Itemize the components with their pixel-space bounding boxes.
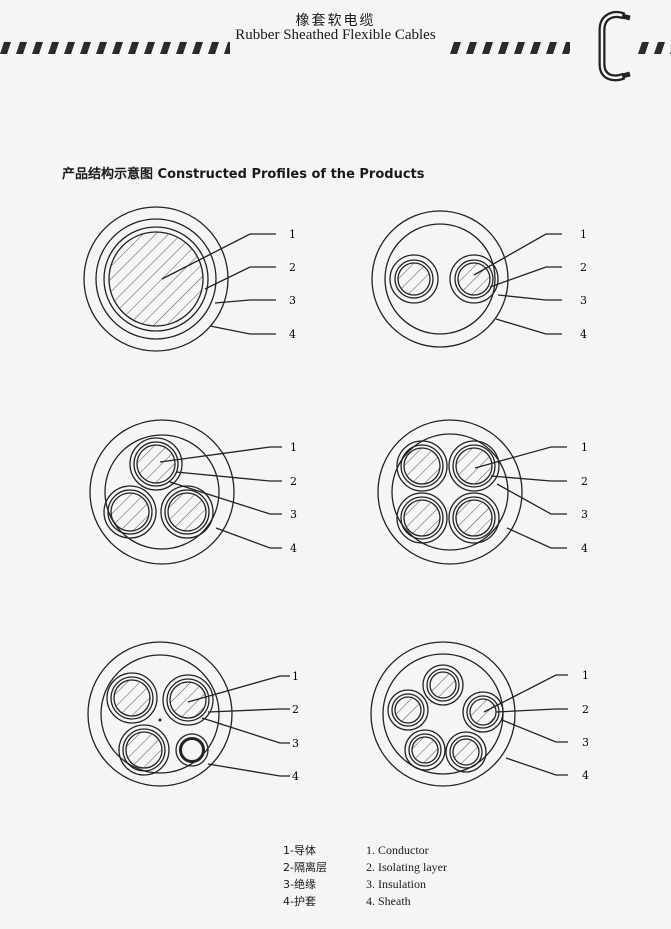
header: 橡套软电缆 Rubber Sheathed Flexible Cables (0, 0, 671, 100)
legend-cn-item: 4-护套 (283, 895, 316, 908)
label-4: 4 (582, 769, 589, 782)
figure-three-plus-one-core: 1 2 3 4 (87, 641, 299, 787)
legend-en-item: 4. Sheath (366, 894, 411, 908)
legend-cn-item: 1-导体 (283, 844, 316, 857)
label-2: 2 (289, 261, 296, 274)
sheath-outline (83, 206, 229, 352)
legend-en: 1. Conductor 2. Isolating layer 3. Insul… (366, 842, 447, 910)
legend-cn-item: 2-隔离层 (283, 861, 327, 874)
title-en: Rubber Sheathed Flexible Cables (235, 27, 436, 43)
label-3: 3 (580, 294, 587, 307)
legend-en-item: 2. Isolating layer (366, 860, 447, 874)
figure-three-core: 1 2 3 4 (89, 419, 297, 565)
label-3: 3 (290, 508, 297, 521)
label-1: 1 (581, 441, 588, 454)
figure-single-core: 1 2 3 4 (83, 206, 296, 352)
legend-cn-item: 3-绝缘 (283, 878, 316, 891)
label-1: 1 (580, 228, 587, 241)
label-2: 2 (581, 475, 588, 488)
label-4: 4 (581, 542, 588, 555)
label-4: 4 (289, 328, 296, 341)
label-1: 1 (292, 670, 299, 683)
label-2: 2 (582, 703, 589, 716)
label-3: 3 (581, 508, 588, 521)
label-2: 2 (580, 261, 587, 274)
figure-two-core: 1 2 3 4 (371, 210, 587, 348)
section-title: 产品结构示意图 Constructed Profiles of the Prod… (62, 167, 425, 182)
c-logo-icon (598, 11, 631, 82)
label-1: 1 (289, 228, 296, 241)
figure-five-core: 1 2 3 4 (370, 641, 589, 787)
title-cn: 橡套软电缆 (295, 13, 376, 29)
label-2: 2 (292, 703, 299, 716)
legend-cn: 1-导体 2-隔离层 3-绝缘 4-护套 (283, 842, 327, 910)
label-4: 4 (290, 542, 297, 555)
legend-en-item: 1. Conductor (366, 843, 429, 857)
label-3: 3 (582, 736, 589, 749)
decorative-stripe-mid (450, 42, 570, 54)
decorative-stripe-left (0, 42, 230, 54)
label-1: 1 (290, 441, 297, 454)
label-1: 1 (582, 669, 589, 682)
label-3: 3 (289, 294, 296, 307)
label-4: 4 (580, 328, 587, 341)
legend-en-item: 3. Insulation (366, 877, 426, 891)
label-2: 2 (290, 475, 297, 488)
figure-four-core: 1 2 3 4 (377, 419, 588, 565)
decorative-stripe-right (638, 42, 671, 54)
label-4: 4 (292, 770, 299, 783)
label-3: 3 (292, 737, 299, 750)
